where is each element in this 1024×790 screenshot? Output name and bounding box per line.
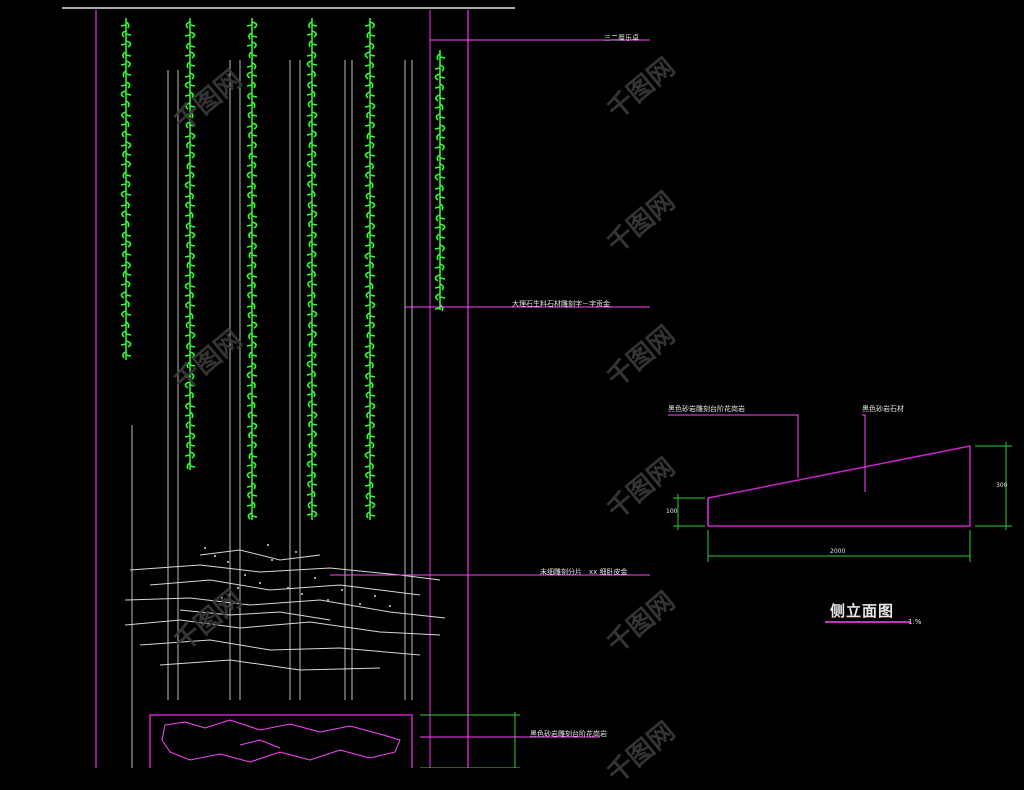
plinth-rock-outline <box>161 719 401 763</box>
script-column <box>184 18 196 470</box>
script-column <box>306 18 318 520</box>
rock-sketch <box>124 549 446 671</box>
cad-drawing-canvas: 千图网 千图网 千图网 千图网 千图网 千图网 千图网 千图网 千图网 三二厘乐… <box>62 7 1012 790</box>
plinth-dimension <box>420 712 520 768</box>
label-middle: 大理石生料石材雕刻字－字贡金 <box>512 300 610 308</box>
script-column <box>364 18 376 520</box>
side-dim-right: 300 <box>996 482 1008 489</box>
label-top: 三二厘乐卓 <box>604 34 639 42</box>
script-columns <box>120 18 446 520</box>
script-column <box>120 18 132 360</box>
label-lower: 未细雕刻分片 xx 细卧皮金 <box>540 568 628 576</box>
rock-dots <box>204 544 391 607</box>
side-elevation-shape <box>707 445 971 527</box>
script-column <box>246 18 258 520</box>
label-bottom: 黑色砂岩雕刻台阶花岗岩 <box>530 730 607 738</box>
side-dim-left: 100 <box>666 508 678 515</box>
drawing-svg <box>62 7 1012 768</box>
side-dim-bottom: 2000 <box>830 548 846 555</box>
side-view-title: 侧立面图 <box>830 602 895 620</box>
base-plinth <box>149 714 413 768</box>
side-elevation <box>668 414 1012 623</box>
script-column <box>434 50 446 312</box>
side-label-right: 黑色砂岩石材 <box>862 405 904 413</box>
side-view-scale: 1:% <box>908 618 922 626</box>
side-label-left: 黑色砂岩雕刻台阶花岗岩 <box>668 405 745 413</box>
leader-lines <box>330 39 650 738</box>
